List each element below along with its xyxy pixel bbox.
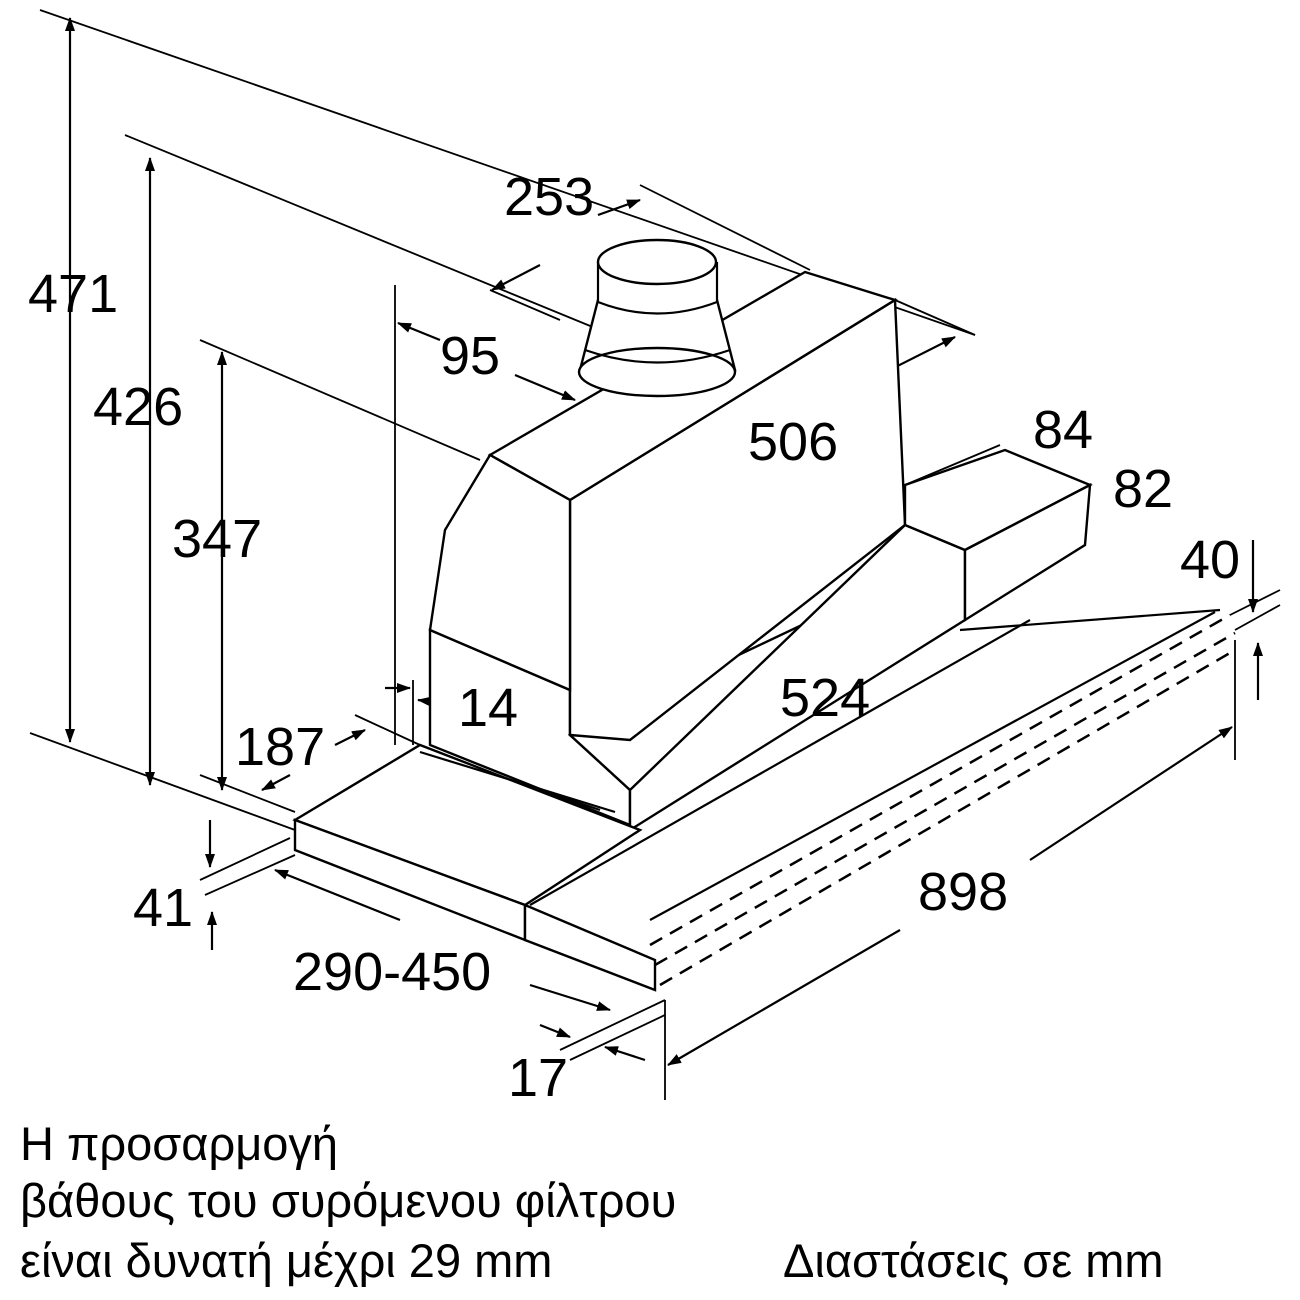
dim-187: 187 bbox=[235, 717, 325, 777]
dim-506: 506 bbox=[748, 412, 838, 472]
dim-84: 84 bbox=[1033, 400, 1093, 460]
dim-347: 347 bbox=[172, 509, 262, 569]
dim-253: 253 bbox=[504, 167, 594, 227]
dim-82: 82 bbox=[1113, 459, 1173, 519]
dim-95: 95 bbox=[440, 326, 500, 386]
dim-40: 40 bbox=[1180, 530, 1240, 590]
dim-524: 524 bbox=[780, 668, 870, 728]
dim-290-450: 290-450 bbox=[293, 942, 491, 1002]
dim-898: 898 bbox=[918, 862, 1008, 922]
dim-14: 14 bbox=[458, 678, 518, 738]
dimension-labels: 471 426 347 253 95 506 84 82 40 14 187 5… bbox=[28, 167, 1240, 1108]
note-line-2: βάθους του συρόμενου φίλτρου bbox=[20, 1174, 677, 1227]
dim-41: 41 bbox=[133, 878, 193, 938]
note-line-3: είναι δυνατή μέχρι 29 mm bbox=[20, 1234, 553, 1287]
units-note: Διαστάσεις σε mm bbox=[783, 1234, 1164, 1287]
dim-17: 17 bbox=[508, 1048, 568, 1108]
note-line-1: Η προσαρμογή bbox=[20, 1117, 339, 1170]
dim-471: 471 bbox=[28, 264, 118, 324]
hood-body bbox=[292, 238, 1236, 992]
dim-426: 426 bbox=[93, 377, 183, 437]
